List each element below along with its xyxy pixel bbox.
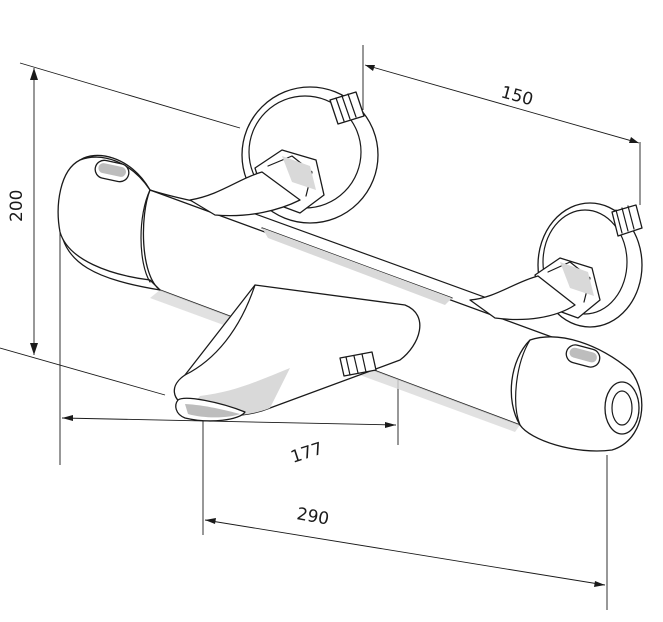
- extension-line-200-bottom: [0, 347, 166, 396]
- arrow-200-top: [30, 68, 38, 80]
- arrow-290-left: [205, 518, 216, 524]
- spout: [173, 284, 421, 422]
- faucet: [57, 86, 643, 452]
- dimension-label-290: 290: [295, 504, 330, 529]
- flange-arms: [189, 171, 576, 321]
- arrow-177-right: [385, 422, 396, 428]
- arrow-290-right: [594, 581, 605, 587]
- arrow-177-left: [62, 415, 73, 421]
- dimension-lines: [0, 45, 641, 610]
- extension-line-200-top: [19, 62, 241, 129]
- dimension-label-177: 177: [288, 439, 325, 468]
- arrow-150-right: [629, 137, 639, 143]
- right-handle: [510, 336, 643, 452]
- dimension-label-200: 200: [7, 190, 27, 222]
- dimension-line-150: [364, 64, 640, 144]
- dimension-line-290: [204, 519, 606, 586]
- dimension-label-150: 150: [499, 83, 536, 111]
- arrow-150-left: [365, 65, 375, 71]
- arrow-200-bottom: [30, 343, 38, 355]
- dimension-line-177: [61, 417, 397, 426]
- left-handle: [57, 156, 161, 291]
